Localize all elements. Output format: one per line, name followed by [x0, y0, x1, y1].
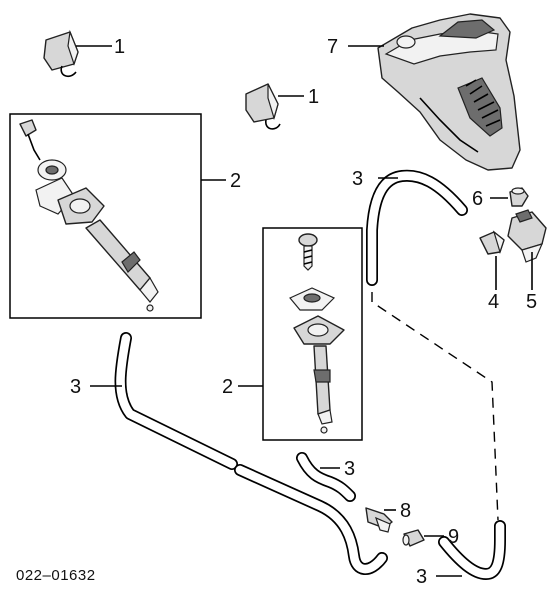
callout-1-center: 1: [308, 86, 319, 108]
connector-part-9: [402, 529, 444, 547]
hose-part-3-upper-right: [366, 169, 468, 286]
cap-part-6: [490, 187, 529, 207]
hose-routing-dashed-line: [371, 292, 499, 521]
hose-part-3-center: [296, 452, 356, 502]
callout-2-left: 2: [230, 170, 241, 192]
callout-8: 8: [400, 500, 411, 522]
callout-7: 7: [327, 36, 338, 58]
washer-reservoir-part-7: [348, 13, 521, 171]
callout-1-left: 1: [114, 36, 125, 58]
callout-3-center: 3: [344, 458, 355, 480]
nozzle-assembly-box-left: [9, 113, 226, 319]
hose-part-3-lower-left: [90, 332, 388, 575]
callout-3-lower-left: 3: [70, 376, 81, 398]
callout-4: 4: [488, 291, 499, 313]
diagram-code: 022–01632: [16, 567, 96, 584]
nozzle-assembly-box-center: [238, 227, 363, 441]
callout-2-center: 2: [222, 376, 233, 398]
callout-6: 6: [472, 188, 483, 210]
elbow-connector-part-4: [479, 230, 505, 290]
t-connector-part-8: [365, 507, 396, 533]
callout-3-bottom-right: 3: [416, 566, 427, 588]
hose-part-3-bottom-right: [436, 520, 506, 580]
cap-part-1-left: [43, 29, 112, 78]
cap-part-1-center: [245, 83, 304, 130]
callout-9: 9: [448, 526, 459, 548]
callout-5: 5: [526, 291, 537, 313]
washer-pump-part-5: [507, 209, 547, 290]
callout-3-upper-right: 3: [352, 168, 363, 190]
